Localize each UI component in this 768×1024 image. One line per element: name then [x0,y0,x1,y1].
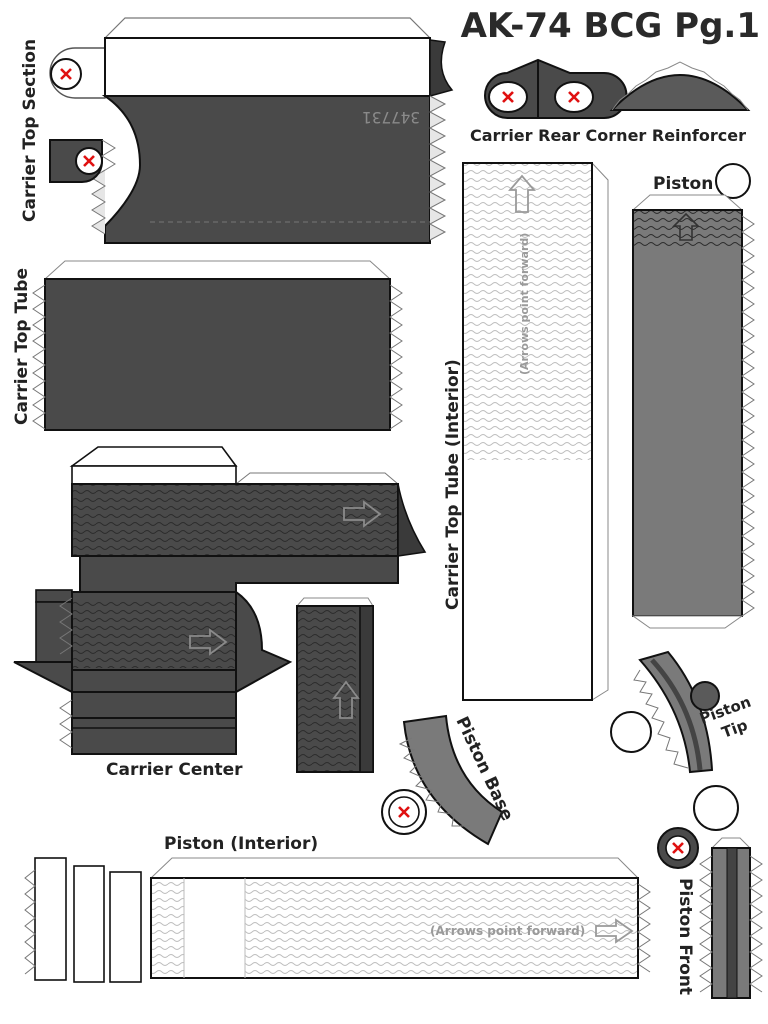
label-piston-interior: Piston (Interior) [164,834,318,854]
piston-tip-piece [610,650,720,774]
note-arrows-forward-piston: (Arrows point forward) [430,924,585,938]
hole-mark-icon [50,58,82,90]
carrier-center-piece [13,446,427,755]
hole-mark-icon [381,789,427,835]
forward-arrow-icon [332,680,360,719]
label-carrier-top-tube: Carrier Top Tube [12,268,32,425]
carrier-rear-corner-reinforcer-piece [484,58,751,120]
hole-mark-icon [75,147,103,175]
label-piston-front: Piston Front [675,878,695,995]
carrier-side-strip-piece [295,597,374,773]
sheet-title: AK-74 BCG Pg.1 [461,6,760,46]
forward-arrow-icon [672,212,700,241]
note-arrows-forward-tube: (Arrows point forward) [518,233,531,375]
label-carrier-top-section: Carrier Top Section [20,39,40,222]
label-carrier-top-tube-interior: Carrier Top Tube (Interior) [443,359,463,610]
forward-arrow-icon [189,628,228,656]
forward-arrow-icon [343,500,382,528]
label-carrier-center: Carrier Center [106,760,243,780]
piston-piece [631,163,755,629]
piston-front-piece [657,785,763,999]
carrier-top-tube-interior-piece: (Arrows point forward) [462,161,609,701]
part-number-mirrored: 347731 [362,108,420,127]
piston-interior-piece: (Arrows point forward) [24,857,651,983]
hole-mark-icon [488,81,528,113]
piston-base-piece [381,714,504,846]
label-carrier-rear-corner-reinforcer: Carrier Rear Corner Reinforcer [470,126,746,145]
carrier-top-section-piece: 347731 [49,17,454,244]
label-piston: Piston [653,174,713,194]
forward-arrow-icon [508,174,536,213]
hole-mark-icon [554,81,594,113]
forward-arrow-icon [595,918,634,944]
hole-mark-icon [657,827,699,869]
carrier-top-tube-piece [32,260,403,431]
